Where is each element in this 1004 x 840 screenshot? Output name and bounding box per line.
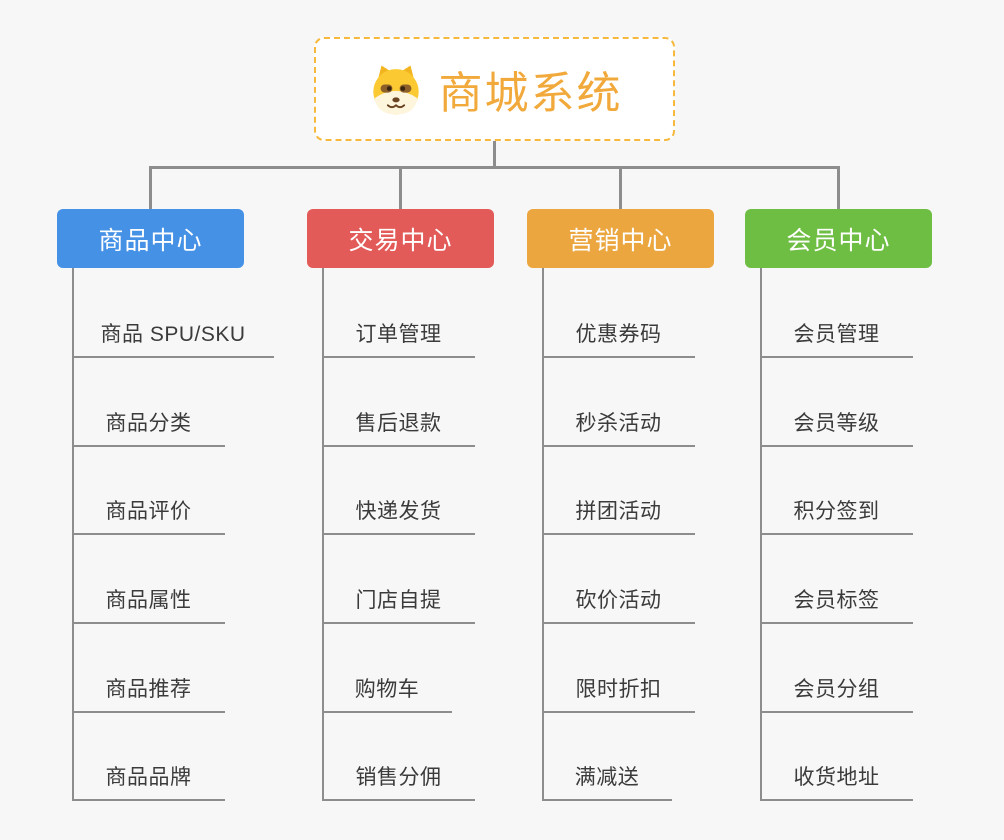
leaf-node[interactable]: 商品属性: [72, 580, 225, 624]
root-title: 商城系统: [438, 69, 623, 118]
leaf-node[interactable]: 优惠券码: [542, 314, 695, 358]
branch-label: 交易中心: [348, 226, 453, 255]
leaf-node[interactable]: 满减送: [542, 757, 672, 801]
leaf-node[interactable]: 拼团活动: [542, 491, 695, 535]
leaf-node[interactable]: 售后退款: [322, 403, 475, 447]
connector-root-stub: [493, 141, 496, 167]
leaf-node[interactable]: 会员分组: [760, 669, 913, 713]
leaf-node[interactable]: 会员管理: [760, 314, 913, 358]
leaf-node[interactable]: 会员等级: [760, 403, 913, 447]
branch-label: 营销中心: [568, 226, 673, 255]
connector-drop-members: [837, 166, 840, 209]
leaf-node[interactable]: 商品品牌: [72, 757, 225, 801]
leaf-node[interactable]: 购物车: [322, 669, 452, 713]
connector-drop-products: [149, 166, 152, 209]
leaf-node[interactable]: 商品分类: [72, 403, 225, 447]
leaf-node[interactable]: 商品评价: [72, 491, 225, 535]
connector-drop-marketing: [619, 166, 622, 209]
branch-node-member-center[interactable]: 会员中心: [745, 209, 932, 268]
leaf-node[interactable]: 砍价活动: [542, 580, 695, 624]
leaf-node[interactable]: 会员标签: [760, 580, 913, 624]
root-node[interactable]: 商城系统: [314, 37, 675, 141]
branch-node-trade-center[interactable]: 交易中心: [307, 209, 494, 268]
leaf-node[interactable]: 订单管理: [322, 314, 475, 358]
leaf-node[interactable]: 快递发货: [322, 491, 475, 535]
leaf-node[interactable]: 积分签到: [760, 491, 913, 535]
leaf-node[interactable]: 门店自提: [322, 580, 475, 624]
branch-label: 商品中心: [98, 226, 203, 255]
leaf-node[interactable]: 收货地址: [760, 757, 913, 801]
connector-drop-trade: [399, 166, 402, 209]
connector-horizontal: [149, 166, 840, 169]
branch-node-product-center[interactable]: 商品中心: [57, 209, 244, 268]
leaf-node[interactable]: 商品推荐: [72, 669, 225, 713]
leaf-node[interactable]: 商品 SPU/SKU: [72, 314, 274, 358]
leaf-node[interactable]: 限时折扣: [542, 669, 695, 713]
leaf-node[interactable]: 销售分佣: [322, 757, 475, 801]
dog-face-icon: [367, 61, 425, 117]
leaf-node[interactable]: 秒杀活动: [542, 403, 695, 447]
branch-node-marketing-center[interactable]: 营销中心: [527, 209, 714, 268]
branch-label: 会员中心: [786, 226, 891, 255]
